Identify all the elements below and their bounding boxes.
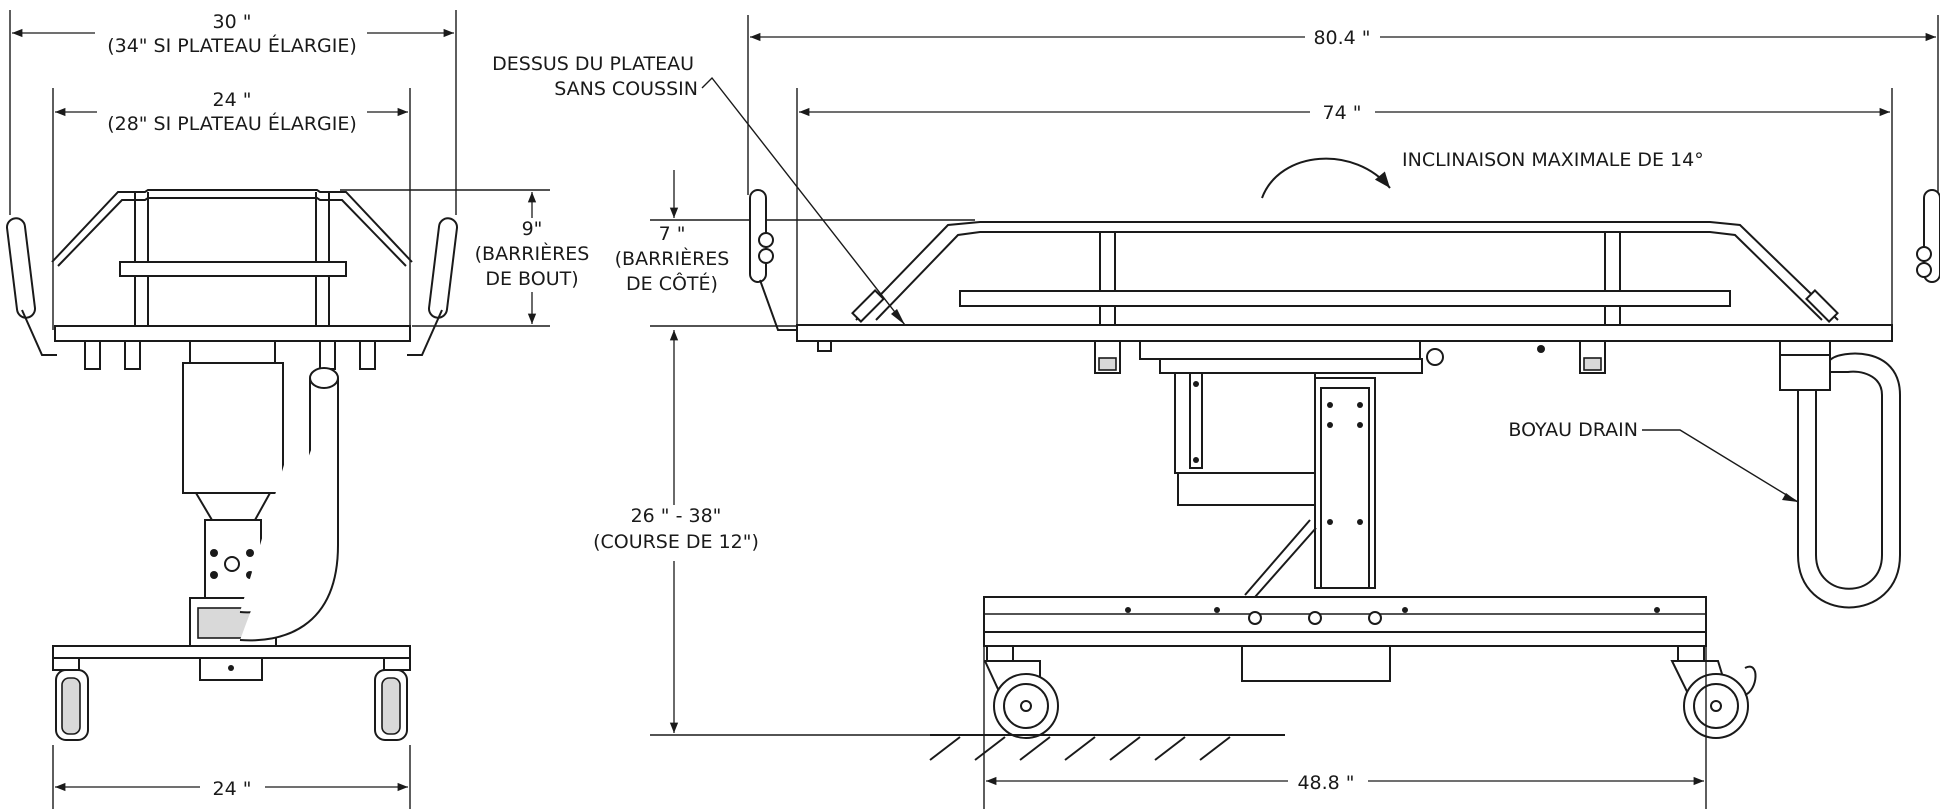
dim-side-rail-height: 7 " [659,223,686,245]
side-tray [796,324,1893,342]
drain-hose [1779,354,1831,391]
dim-tray-width-note: (28" SI PLATEAU ÉLARGIE) [107,112,357,135]
drain-hose-label: BOYAU DRAIN [1508,419,1638,441]
dim-tray-width: 24 " [213,89,252,111]
dim-height-travel: (COURSE DE 12") [593,531,759,553]
dim-overall-width: 30 " [213,11,252,33]
dim-overall-length: 80.4 " [1313,27,1370,49]
side-view: 80.4 " 74 " DESSUS DU PLATEAU SANS COUSS… [492,15,1940,809]
front-tray [54,325,411,342]
dim-end-rail-note-2: DE BOUT) [485,268,578,290]
front-view: 30 " (34" SI PLATEAU ÉLARGIE) 24 " (28" … [6,8,589,809]
tilt-label: INCLINAISON MAXIMALE DE 14° [1402,149,1704,171]
dim-end-rail-note-1: (BARRIÈRES [475,242,590,265]
dim-overall-width-note: (34" SI PLATEAU ÉLARGIE) [107,34,357,57]
dim-side-rail-note-1: (BARRIÈRES [615,247,730,270]
front-base [52,645,411,659]
dim-end-rail-height: 9" [522,218,543,240]
tray-top-label-1: DESSUS DU PLATEAU [492,53,694,75]
dim-side-rail-note-2: DE CÔTÉ) [626,271,718,295]
dim-tray-length: 74 " [1323,102,1362,124]
dim-wheelbase: 48.8 " [1297,772,1354,794]
dim-height-range: 26 " - 38" [631,505,722,527]
dim-base-width: 24 " [213,778,252,800]
tray-top-label-2: SANS COUSSIN [554,78,698,100]
